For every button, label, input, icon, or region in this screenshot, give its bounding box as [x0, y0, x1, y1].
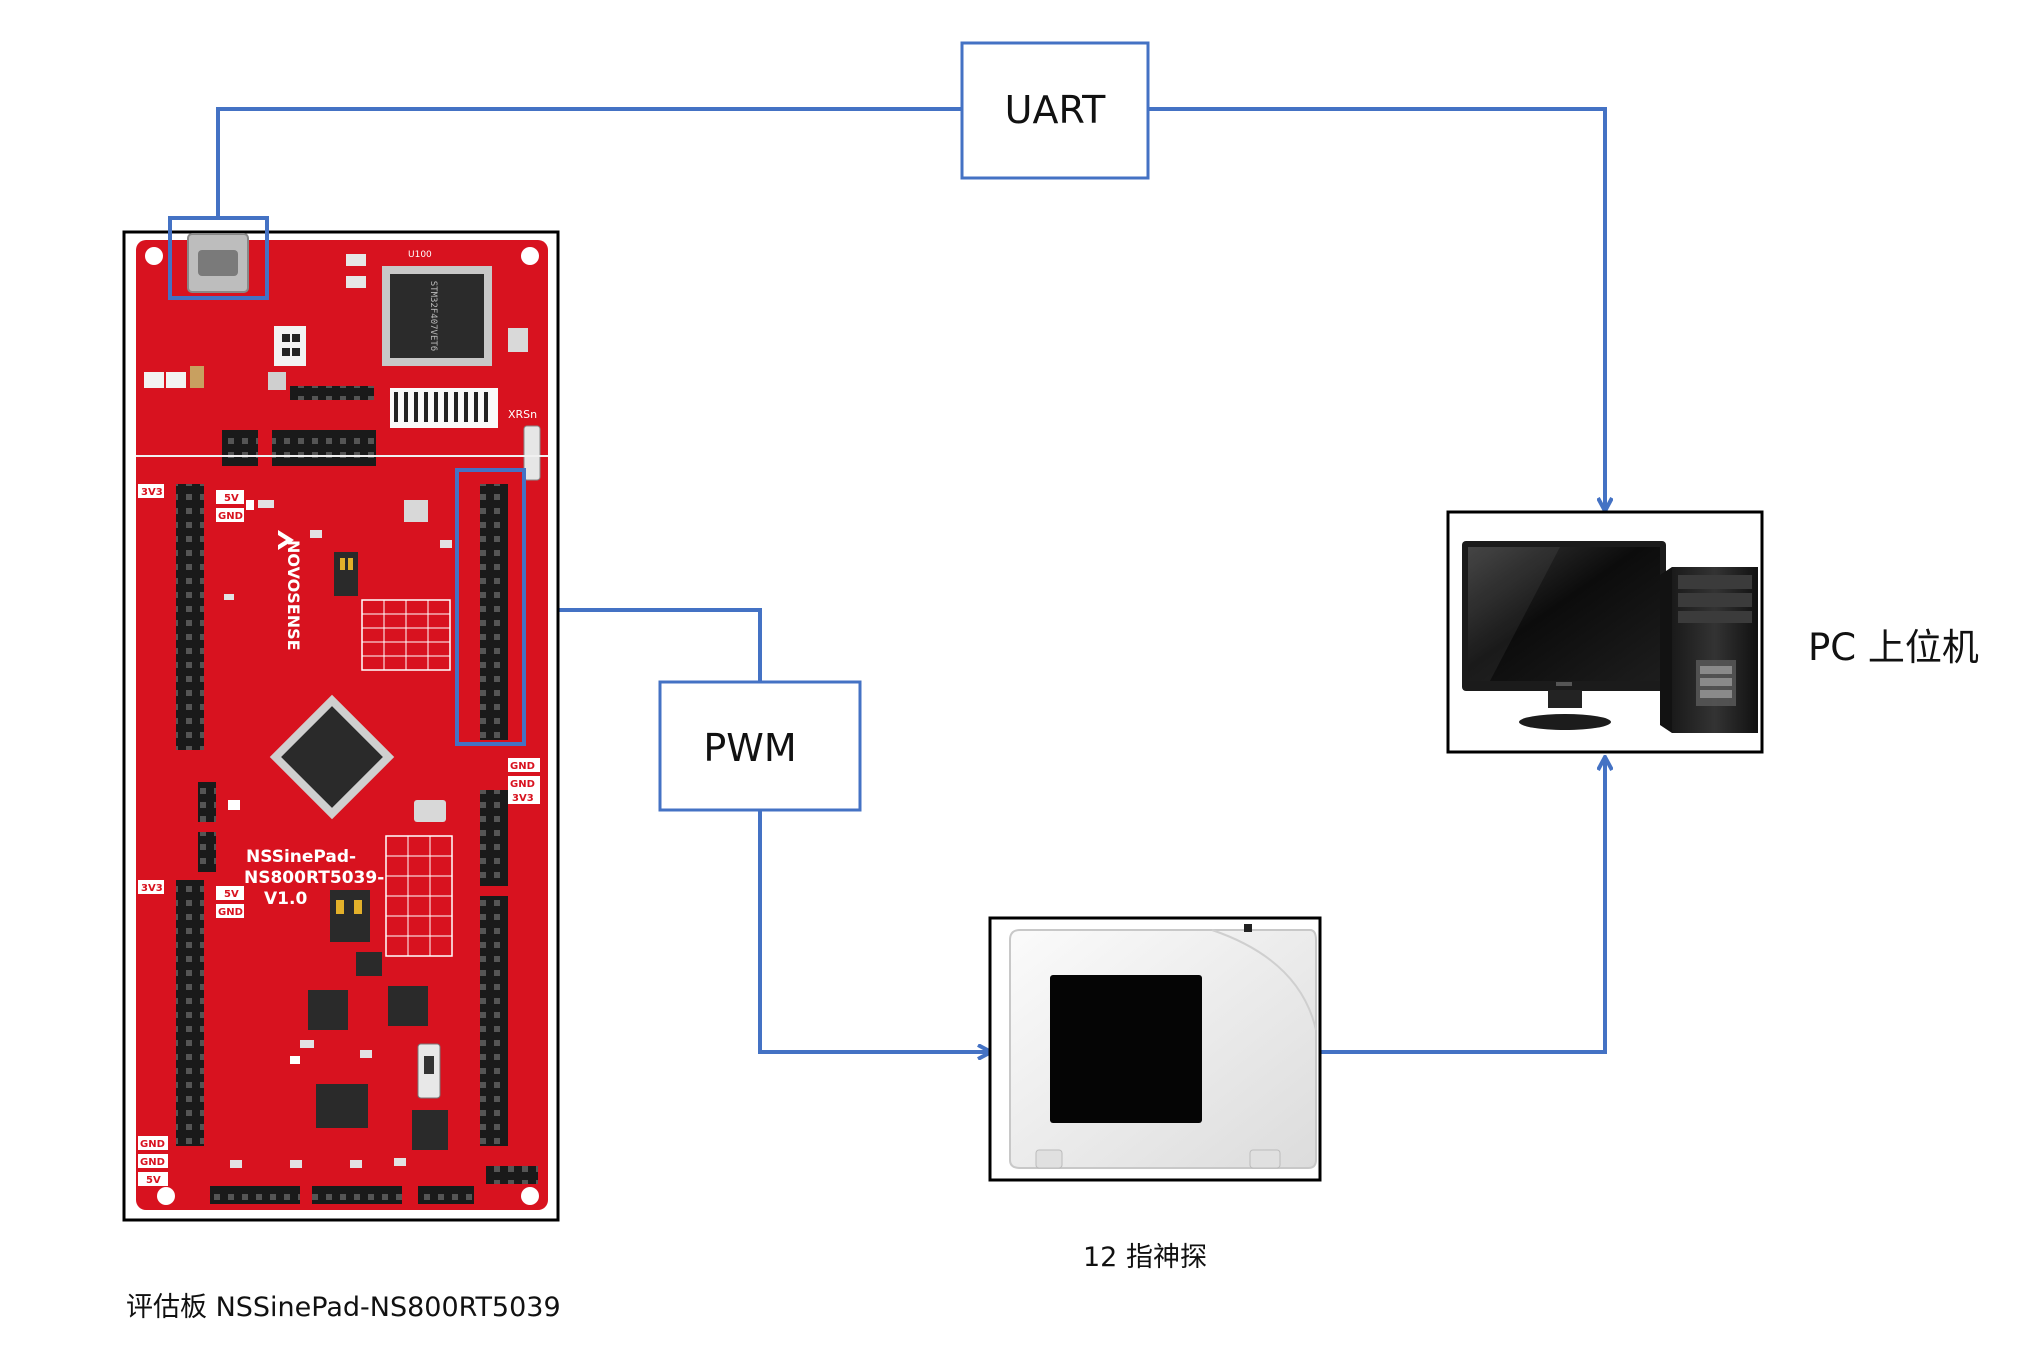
pwm-label: PWM: [703, 726, 796, 770]
line-probe-to-pc: [1320, 758, 1605, 1054]
probe-node: [988, 916, 1322, 1182]
pwm-node: PWM: [658, 680, 862, 812]
pin-header: [272, 430, 376, 466]
usb-highlight: [168, 216, 269, 300]
board-caption: 评估板 NSSinePad-NS800RT5039: [126, 1292, 561, 1323]
crystal: [404, 500, 428, 522]
bottom-pin-header: [486, 1166, 538, 1184]
pc-node: [1446, 510, 1764, 754]
eval-board: STM32F407VET6 U100 XRSn: [122, 216, 560, 1222]
monitor-icon: [1462, 541, 1666, 730]
line-header-to-pwm: [527, 608, 762, 682]
svg-text:GND: GND: [510, 779, 535, 790]
connectors: [216, 107, 1605, 1054]
ic: [412, 1110, 448, 1150]
svg-text:5V: 5V: [224, 493, 239, 504]
mounting-hole: [145, 247, 163, 265]
ic: [316, 1084, 368, 1128]
uart-node: UART: [960, 41, 1150, 180]
probe-device-icon: [1009, 924, 1317, 1169]
svg-text:5V: 5V: [146, 1175, 161, 1186]
svg-text:3V3: 3V3: [141, 883, 163, 894]
mounting-hole: [157, 1187, 175, 1205]
svg-text:U100: U100: [408, 250, 432, 260]
svg-text:NSSinePad-: NSSinePad-: [246, 847, 356, 867]
board-title: NSSinePad- NS800RT5039- V1.0: [244, 847, 384, 909]
bottom-pin-header: [312, 1186, 402, 1204]
dip-switch: [356, 952, 382, 976]
pin-header: [198, 832, 216, 872]
crystal: [414, 800, 446, 822]
svg-text:5V: 5V: [224, 889, 239, 900]
svg-text:GND: GND: [140, 1139, 165, 1150]
bottom-pin-header: [418, 1186, 474, 1204]
svg-text:3V3: 3V3: [141, 487, 163, 498]
bottom-pin-header: [210, 1186, 300, 1204]
mounting-hole: [521, 247, 539, 265]
svg-text:XRSn: XRSn: [508, 408, 537, 421]
probe-caption: 12 指神探: [1083, 1242, 1207, 1273]
line-usb-to-uart: [216, 107, 962, 218]
top-mcu: STM32F407VET6 U100: [382, 250, 492, 366]
pc-label: PC 上位机: [1808, 626, 1979, 669]
line-uart-to-pc: [1148, 107, 1605, 510]
mounting-hole: [521, 1187, 539, 1205]
ic: [388, 986, 428, 1026]
probe-screen: [1050, 975, 1202, 1123]
pin-header: [222, 430, 258, 466]
svg-text:GND: GND: [218, 907, 243, 918]
svg-text:GND: GND: [140, 1157, 165, 1168]
right-pin-header: [480, 484, 508, 740]
pin-header: [198, 782, 216, 822]
line-pwm-to-probe: [758, 810, 990, 1052]
brand-text: NOVOSENSE: [284, 540, 303, 651]
tower-icon: [1660, 567, 1758, 733]
svg-text:V1.0: V1.0: [264, 889, 307, 909]
right-pin-header-3: [480, 896, 508, 1146]
svg-text:GND: GND: [510, 761, 535, 772]
svg-text:STM32F407VET6: STM32F407VET6: [428, 281, 438, 351]
uart-label: UART: [1005, 88, 1106, 132]
right-pin-header-2: [480, 790, 508, 886]
svg-text:GND: GND: [218, 511, 243, 522]
svg-text:NS800RT5039-: NS800RT5039-: [244, 868, 384, 888]
left-pin-header: [176, 484, 204, 750]
uart-box: [960, 41, 1150, 180]
svg-text:3V3: 3V3: [512, 793, 534, 804]
main-mcu: [269, 694, 395, 820]
pwm-box: [658, 680, 862, 812]
dip-switch: [334, 552, 358, 596]
reset-button: [523, 425, 541, 481]
ic: [308, 990, 348, 1030]
pwm-header-highlight: [455, 468, 526, 746]
left-pin-header-2: [176, 880, 204, 1146]
dip-switch: [330, 890, 370, 942]
pin-header: [290, 386, 374, 400]
